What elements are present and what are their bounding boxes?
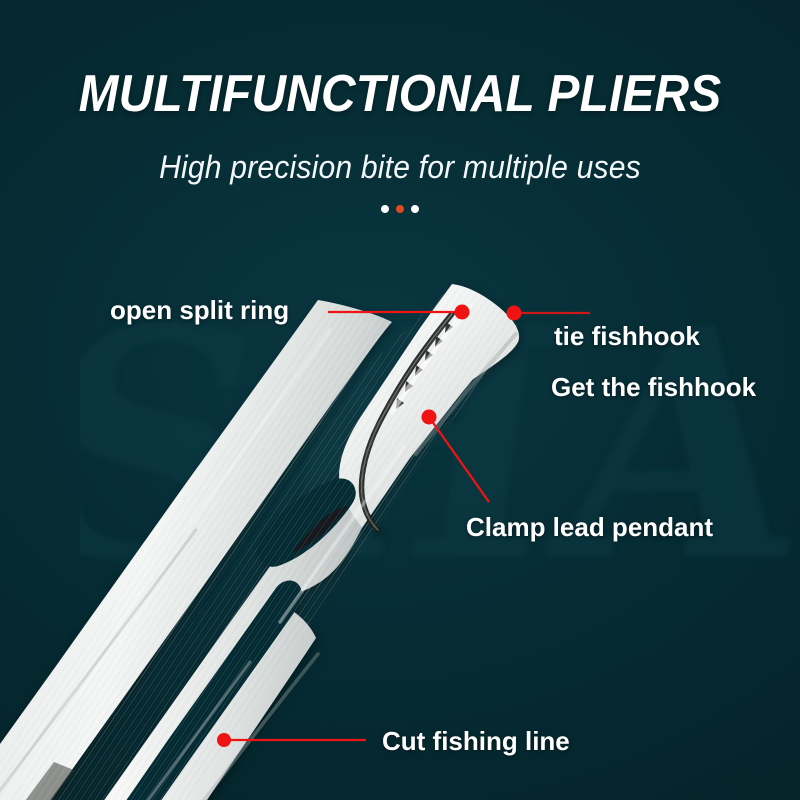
callout-label-open-split-ring: open split ring xyxy=(110,295,290,325)
decorative-dots xyxy=(0,205,800,213)
page-title: MULTIFUNCTIONAL PLIERS xyxy=(78,65,722,123)
callout-label-clamp-lead-pendant: Clamp lead pendant xyxy=(466,512,714,542)
dot-indicator-2 xyxy=(396,205,404,213)
callout-label-tie-fishhook: tie fishhook xyxy=(554,321,700,351)
dot-indicator-3 xyxy=(411,205,419,213)
dot-indicator-1 xyxy=(381,205,389,213)
callout-label-cut-fishing-line: Cut fishing line xyxy=(382,726,570,756)
page-subtitle: High precision bite for multiple uses xyxy=(159,149,641,185)
callout-label-get-the-fishhook: Get the fishhook xyxy=(551,372,757,402)
